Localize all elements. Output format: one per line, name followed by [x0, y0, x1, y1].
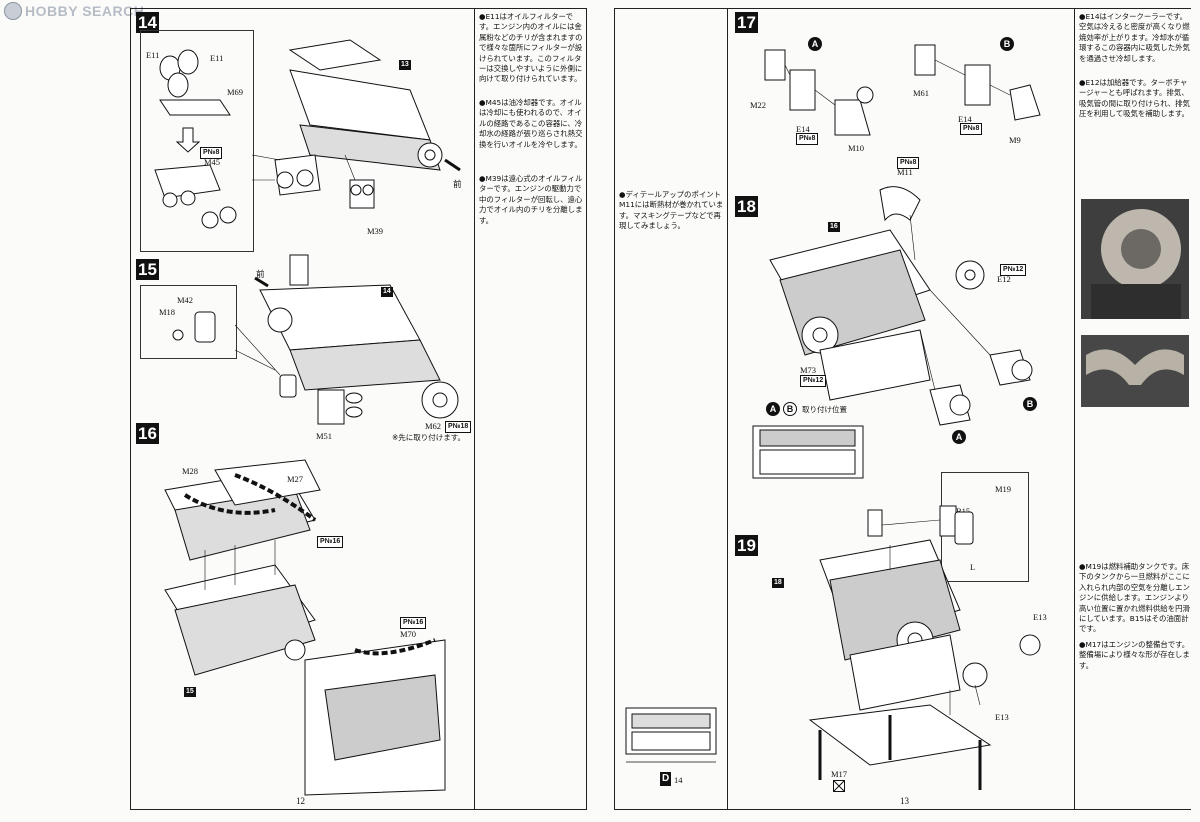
- label-m45: M45: [204, 157, 221, 167]
- label-b15: B15: [956, 506, 971, 516]
- right-frame-left-border: [614, 8, 615, 810]
- turbocharger-photo-shape: [1081, 199, 1189, 319]
- step-15-drawing: [172, 254, 459, 425]
- label-p16-ref-b: P№16: [400, 617, 427, 629]
- step-18-drawing: [769, 186, 1033, 426]
- label-first-attach-note: ※先に取り付けます。: [392, 433, 466, 442]
- left-page: HOBBY SEARCH 14 E11 E11 M69 P№8: [0, 0, 600, 822]
- hobby-search-logo-icon: [4, 2, 22, 20]
- step-17-drawing: [764, 44, 1041, 136]
- note-e14: ●E14はインタークーラーです。空気は冷えると密度が高くなり燃焼効率が上がります…: [1079, 12, 1190, 63]
- pos-circle-a: A: [766, 402, 780, 416]
- pos-circle-b: B: [783, 402, 797, 416]
- label-m22: M22: [750, 100, 767, 110]
- d14-ref-letter: D: [660, 772, 672, 786]
- right-frame-notes-divider: [1074, 8, 1075, 810]
- right-frame-mid-divider: [727, 8, 728, 810]
- left-frame-left-border: [130, 8, 131, 810]
- right-frame-top-border: [614, 8, 1191, 9]
- label-p8-b: P№8: [960, 123, 983, 135]
- note-e12: ●E12は加給器です。ターボチャージャーとも呼ばれます。排気、吸気管の間に取り付…: [1079, 78, 1190, 119]
- label-p16-ref-a: P№16: [317, 536, 344, 548]
- no-glue-icon: [833, 780, 845, 792]
- right-page: ●ディテールアップのポイントM11には断熱材が巻かれています。マスキングテープな…: [600, 0, 1200, 822]
- watermark-text: HOBBY SEARCH: [25, 3, 145, 19]
- label-front-15: 前: [256, 269, 265, 279]
- step-14-drawing: [154, 39, 461, 229]
- label-front-14: 前: [453, 179, 462, 189]
- left-frame-right-border: [586, 8, 587, 810]
- label-m62: M62: [425, 421, 442, 431]
- label-p12-a: P№12: [1000, 264, 1027, 276]
- label-e12: E12: [997, 274, 1011, 284]
- label-m51: M51: [316, 431, 333, 441]
- left-frame-bottom-border: [130, 809, 586, 810]
- right-frame-bottom-border: [614, 809, 1191, 810]
- label-m27: M27: [287, 474, 304, 484]
- left-frame-mid-divider: [474, 8, 475, 810]
- label-ref-18: 18: [772, 578, 784, 588]
- left-page-number: 12: [296, 796, 305, 806]
- label-m18: M18: [159, 307, 176, 317]
- label-e14-b: E14: [958, 114, 972, 124]
- label-m69: M69: [227, 87, 244, 97]
- watermark-logo: HOBBY SEARCH: [4, 2, 144, 20]
- label-p18-ref: P№18: [445, 421, 472, 433]
- label-l: L: [970, 562, 976, 572]
- step-15-number: 15: [136, 259, 159, 280]
- d14-reference-drawing: [625, 707, 717, 763]
- note-m19: ●M19は燃料補助タンクです。床下のタンクから一旦燃料がここに入れられ内部の空気…: [1079, 562, 1190, 634]
- label-m42: M42: [177, 295, 194, 305]
- label-m11: M11: [897, 167, 913, 177]
- step-18-circle-a: A: [952, 430, 966, 444]
- label-p12-b: P№12: [800, 375, 827, 387]
- label-m73: M73: [800, 365, 817, 375]
- label-ref-16: 16: [828, 222, 840, 232]
- label-p8-m11: P№8: [897, 157, 920, 169]
- label-m9: M9: [1009, 135, 1021, 145]
- label-ref-15: 15: [184, 687, 196, 697]
- label-ref-14: 14: [381, 287, 393, 297]
- label-e11-b: E11: [210, 53, 224, 63]
- label-m70: M70: [400, 629, 417, 639]
- step-16-drawing: [164, 459, 446, 796]
- label-e13-b: E13: [995, 712, 1009, 722]
- step-17-circle-a: A: [808, 37, 822, 51]
- step-19-drawing: [808, 505, 1041, 790]
- turbocharger-photo: [1081, 199, 1189, 319]
- step-16-number: 16: [136, 423, 159, 444]
- mounting-position-label: 取り付け位置: [802, 405, 847, 414]
- right-page-number: 13: [900, 796, 909, 806]
- label-e13-a: E13: [1033, 612, 1047, 622]
- label-m19: M19: [995, 484, 1012, 494]
- label-p8-a: P№8: [796, 133, 819, 145]
- label-p8-ref: P№8: [200, 147, 223, 159]
- step-19-number: 19: [735, 535, 758, 556]
- note-detail-up-point: ●ディテールアップのポイントM11には断熱材が巻かれています。マスキングテープな…: [619, 190, 724, 231]
- label-e14-a: E14: [796, 124, 810, 134]
- mounting-position-drawing: [752, 425, 864, 479]
- note-m39: ●M39は遠心式のオイルフィルターです。エンジンの駆動力で中のフィルターが回転し…: [479, 174, 583, 225]
- manifold-photo: [1081, 335, 1189, 407]
- note-m17: ●M17はエンジンの整備台です。整備場により様々な形が存在します。: [1079, 640, 1190, 670]
- label-m61: M61: [913, 88, 930, 98]
- manifold-photo-shape: [1081, 335, 1189, 407]
- label-m39: M39: [367, 226, 384, 236]
- step-17-circle-b: B: [1000, 37, 1014, 51]
- note-e11: ●E11はオイルフィルターです。エンジン内のオイルには金属粉などのチリが含まれま…: [479, 12, 583, 84]
- note-m45: ●M45は油冷却器です。オイルは冷却にも使われるので、オイルの経路であるこの容器…: [479, 98, 583, 149]
- left-frame-top-border: [130, 8, 586, 9]
- step-18-circle-b: B: [1023, 397, 1037, 411]
- step-14-number: 14: [136, 12, 159, 33]
- label-ref-13: 13: [399, 60, 411, 70]
- label-e11-a: E11: [146, 50, 160, 60]
- label-m28: M28: [182, 466, 199, 476]
- step-17-number: 17: [735, 12, 758, 33]
- step-15-inset-box: [140, 285, 237, 359]
- step-18-number: 18: [735, 196, 758, 217]
- d14-ref-number: 14: [674, 775, 683, 785]
- label-m17: M17: [831, 769, 848, 779]
- step-14-inset-box: [140, 30, 254, 252]
- label-m10: M10: [848, 143, 865, 153]
